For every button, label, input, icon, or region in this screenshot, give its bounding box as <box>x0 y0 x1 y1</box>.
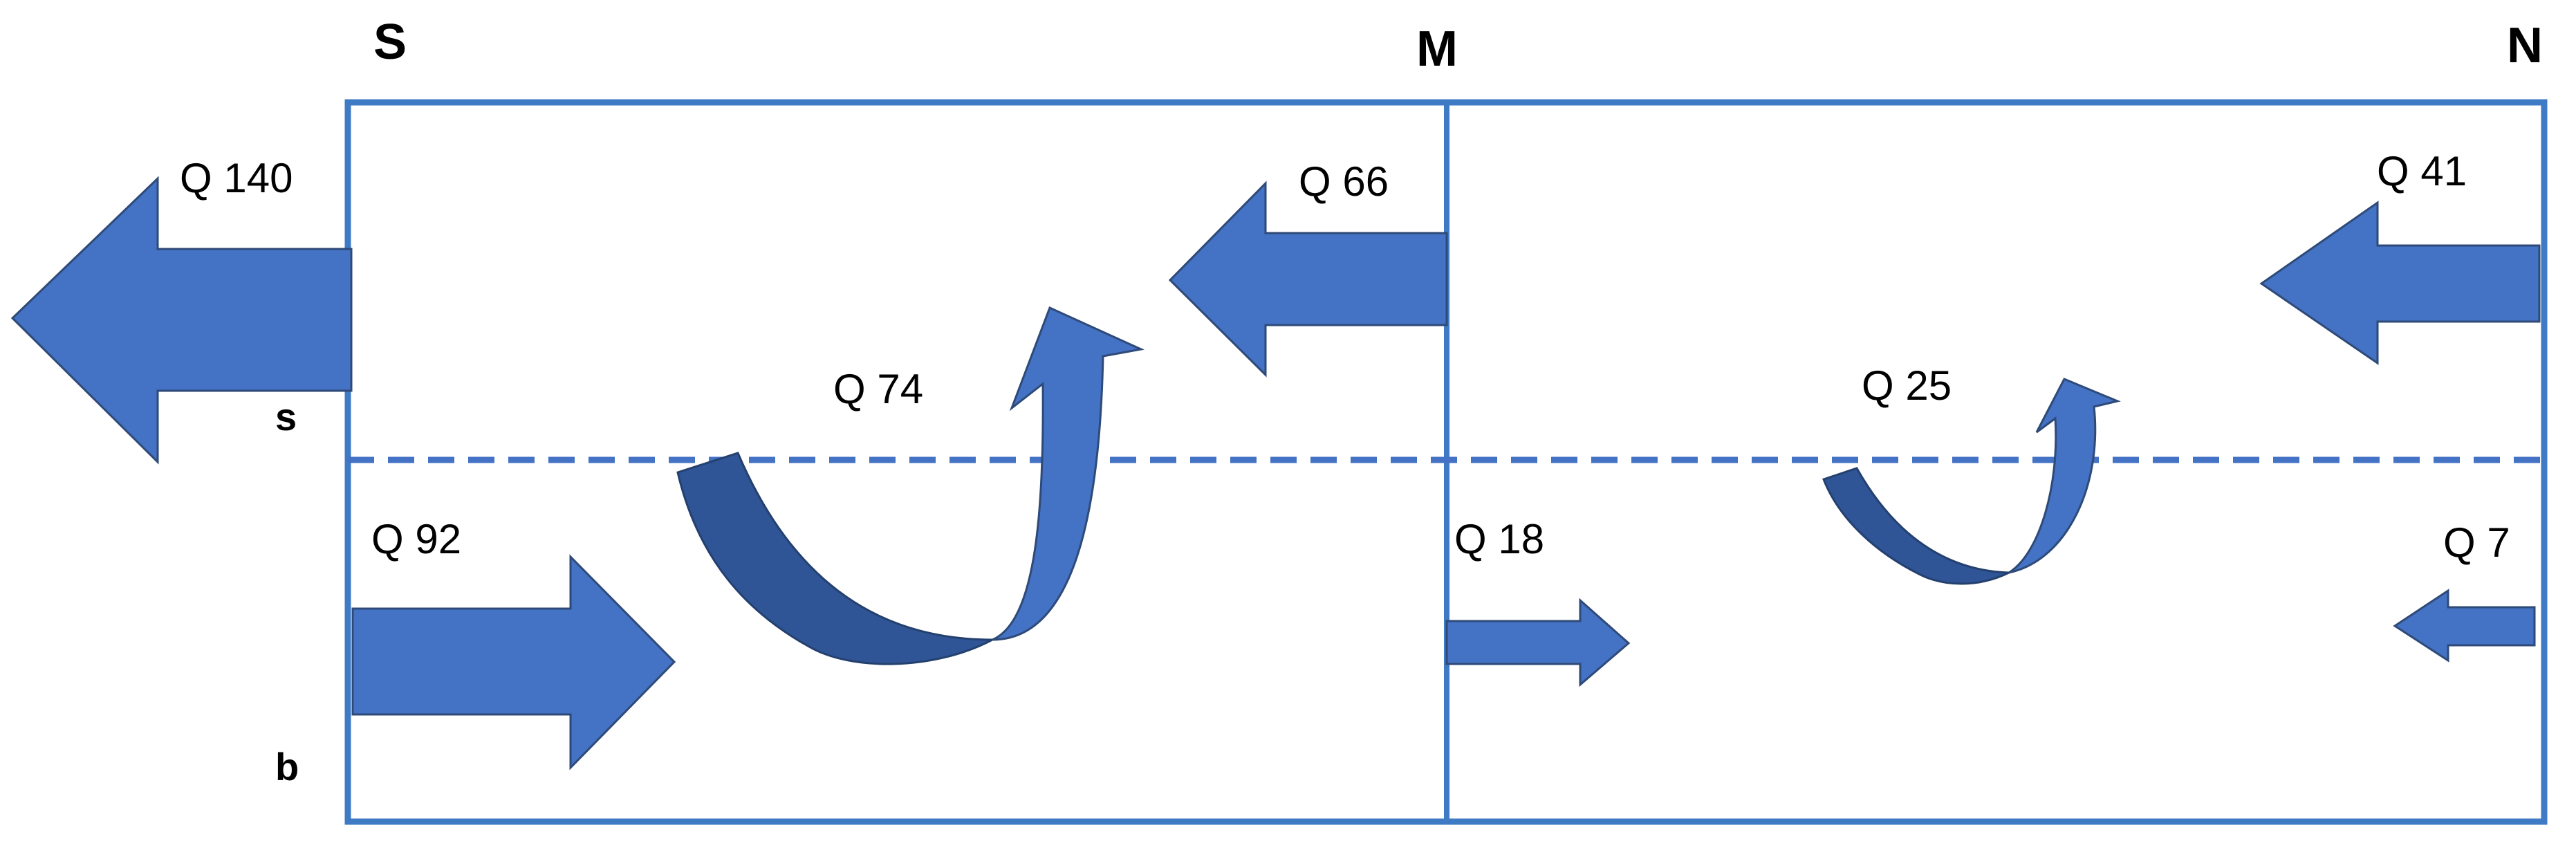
curved-arrow-q74-underside <box>676 452 993 665</box>
header-s: S <box>373 15 407 70</box>
header-m: M <box>1416 21 1458 77</box>
label-q140: Q 140 <box>180 155 293 201</box>
arrow-q140 <box>10 176 353 465</box>
label-q66: Q 66 <box>1299 158 1389 205</box>
label-q74: Q 74 <box>833 366 923 412</box>
arrow-q66 <box>1168 181 1448 378</box>
curved-arrow-q25-underside <box>1822 467 2010 585</box>
arrow-q41 <box>2259 201 2541 365</box>
layer-label-b: b <box>275 745 299 788</box>
label-q92: Q 92 <box>371 516 461 562</box>
curved-arrow-q74-head <box>992 306 1145 641</box>
arrow-q92 <box>351 554 676 770</box>
arrow-q7 <box>2393 589 2536 663</box>
label-q25: Q 25 <box>1862 362 1952 409</box>
label-q18: Q 18 <box>1454 516 1544 562</box>
label-q7: Q 7 <box>2443 519 2510 566</box>
curved-arrow-q25-head <box>2008 378 2121 574</box>
arrow-q18 <box>1445 598 1631 687</box>
layer-label-s: s <box>275 395 297 438</box>
label-q41: Q 41 <box>2377 148 2467 194</box>
header-n: N <box>2507 18 2543 73</box>
